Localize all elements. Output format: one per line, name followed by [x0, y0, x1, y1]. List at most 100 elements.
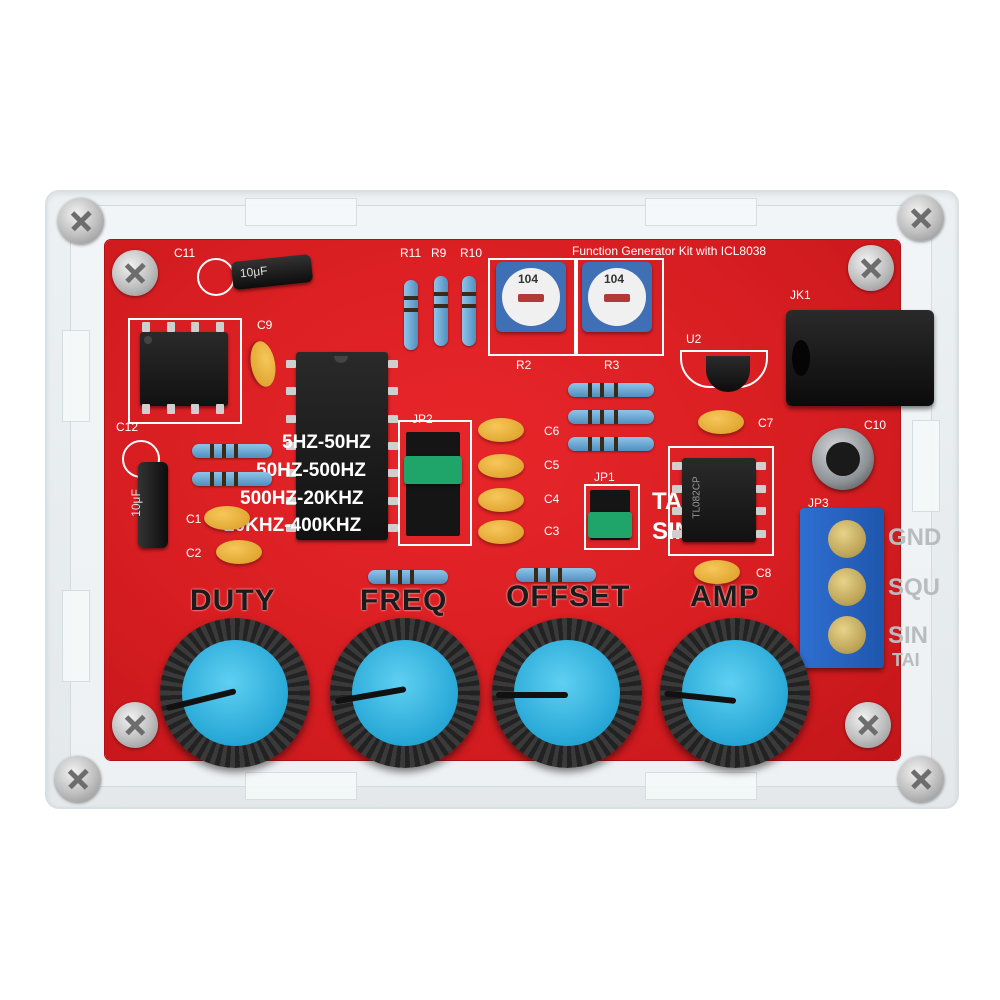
case-screw-bottom-left	[55, 756, 101, 802]
pcb-screw-bottom-right	[845, 702, 891, 748]
c8-capacitor	[694, 560, 740, 584]
tl082-chip: TL082CP	[682, 458, 756, 542]
c12-marking: 10μF	[128, 489, 143, 517]
c12-label: C12	[116, 420, 139, 434]
r2-trimmer[interactable]: 104	[496, 262, 566, 332]
jp1-footprint	[584, 484, 640, 550]
dc-power-jack[interactable]	[786, 310, 934, 406]
c2-capacitor	[216, 540, 262, 564]
board-title: Function Generator Kit with ICL8038	[572, 244, 767, 258]
knob-amp-cap	[682, 640, 788, 746]
jp2-label: JP2	[412, 412, 433, 426]
case-screw-top-right	[898, 195, 944, 241]
case-screw-bottom-right	[898, 756, 944, 802]
c1-label: C1	[186, 512, 202, 526]
c11-marking: 10μF	[239, 263, 269, 281]
range-label-2: 50HZ-500HZ	[256, 460, 366, 481]
terminal-screw-squ[interactable]	[828, 568, 866, 606]
terminal-label-sin: SIN	[888, 622, 929, 649]
c11-footprint	[197, 258, 235, 296]
c8-label: C8	[756, 566, 772, 580]
c6-label: C6	[544, 424, 560, 438]
tl082-pins-right	[756, 462, 766, 538]
jp1-jumper-cap[interactable]	[588, 512, 632, 538]
u2-label: U2	[686, 332, 702, 346]
tl082-pins-left	[672, 462, 682, 538]
c4-label: C4	[544, 492, 560, 506]
r2-label: R2	[516, 358, 532, 372]
jp3-label: JP3	[808, 496, 829, 510]
c11-label: C11	[174, 246, 196, 260]
case-tab-bottom-right	[645, 772, 757, 800]
c3-capacitor	[478, 520, 524, 544]
range-label-4: 20KHZ-400KHZ	[224, 515, 362, 536]
terminal-screw-sin[interactable]	[828, 616, 866, 654]
knob-amp[interactable]	[660, 618, 810, 768]
c10-capacitor	[812, 428, 874, 490]
case-screw-top-left	[58, 198, 104, 244]
range-label-3: 500HZ-20KHZ	[240, 488, 364, 509]
c7-capacitor	[698, 410, 744, 434]
c10-top	[826, 442, 860, 476]
resistor-left-1	[192, 444, 272, 458]
c12-capacitor: 10μF	[129, 462, 168, 548]
tl082-marking: TL082CP	[691, 476, 703, 519]
resistor-center-1	[568, 383, 654, 397]
jk1-label: JK1	[790, 288, 811, 302]
terminal-label-squ: SQU	[888, 574, 941, 601]
dc-jack-opening	[792, 340, 810, 376]
ic1-pins-bottom	[142, 404, 224, 414]
r3-label: R3	[604, 358, 620, 372]
case-tab-right	[912, 420, 940, 512]
jp2-jumper-cap[interactable]	[404, 456, 462, 484]
c1-capacitor	[204, 506, 250, 530]
r3-trimmer[interactable]: 104	[582, 262, 652, 332]
case-tab-top-right	[645, 198, 757, 226]
case-tab-left-upper	[62, 330, 90, 422]
terminal-screw-gnd[interactable]	[828, 520, 866, 558]
resistor-left-2	[192, 472, 272, 486]
c4-capacitor	[478, 488, 524, 512]
c10-label: C10	[864, 418, 887, 432]
case-tab-top-left	[245, 198, 357, 226]
jp2-footprint	[398, 420, 472, 546]
terminal-label-gnd: GND	[888, 524, 942, 551]
knob-offset[interactable]	[492, 618, 642, 768]
range-label-1: 5HZ-50HZ	[282, 432, 371, 453]
jp1-label: JP1	[594, 470, 615, 484]
r10-resistor	[462, 276, 476, 346]
knob-label-amp: AMP	[690, 580, 760, 613]
knob-duty[interactable]	[160, 618, 310, 768]
c9-label: C9	[257, 318, 273, 332]
r2-footprint	[488, 258, 578, 356]
pcb-screw-bottom-left	[112, 702, 158, 748]
r11-resistor	[404, 280, 418, 350]
ic1-footprint	[128, 318, 242, 424]
r3-value: 104	[604, 272, 625, 286]
resistor-center-3	[568, 437, 654, 451]
c7-label: C7	[758, 416, 774, 430]
knob-label-duty: DUTY	[190, 584, 276, 617]
resistor-offset	[516, 568, 596, 582]
r11-label: R11	[400, 246, 422, 260]
resistor-center-2	[568, 410, 654, 424]
icl8038-chip	[296, 352, 388, 540]
knob-offset-indicator	[496, 692, 568, 698]
case-tab-bottom-left	[245, 772, 357, 800]
c2-label: C2	[186, 546, 202, 560]
case-tab-left-lower	[62, 590, 90, 682]
r2-value: 104	[518, 272, 539, 286]
r9-label: R9	[431, 246, 447, 260]
knob-freq[interactable]	[330, 618, 480, 768]
terminal-label-tai: TAI	[892, 650, 920, 670]
r9-resistor	[434, 276, 448, 346]
r10-label: R10	[460, 246, 483, 260]
r2-slot	[518, 294, 544, 302]
r3-footprint	[574, 258, 664, 356]
ic1-pins-top	[142, 322, 224, 332]
jp2-header	[406, 432, 460, 536]
knob-label-freq: FREQ	[360, 584, 448, 617]
ic1-chip	[140, 332, 228, 406]
c5-label: C5	[544, 458, 560, 472]
resistor-freq	[368, 570, 448, 584]
